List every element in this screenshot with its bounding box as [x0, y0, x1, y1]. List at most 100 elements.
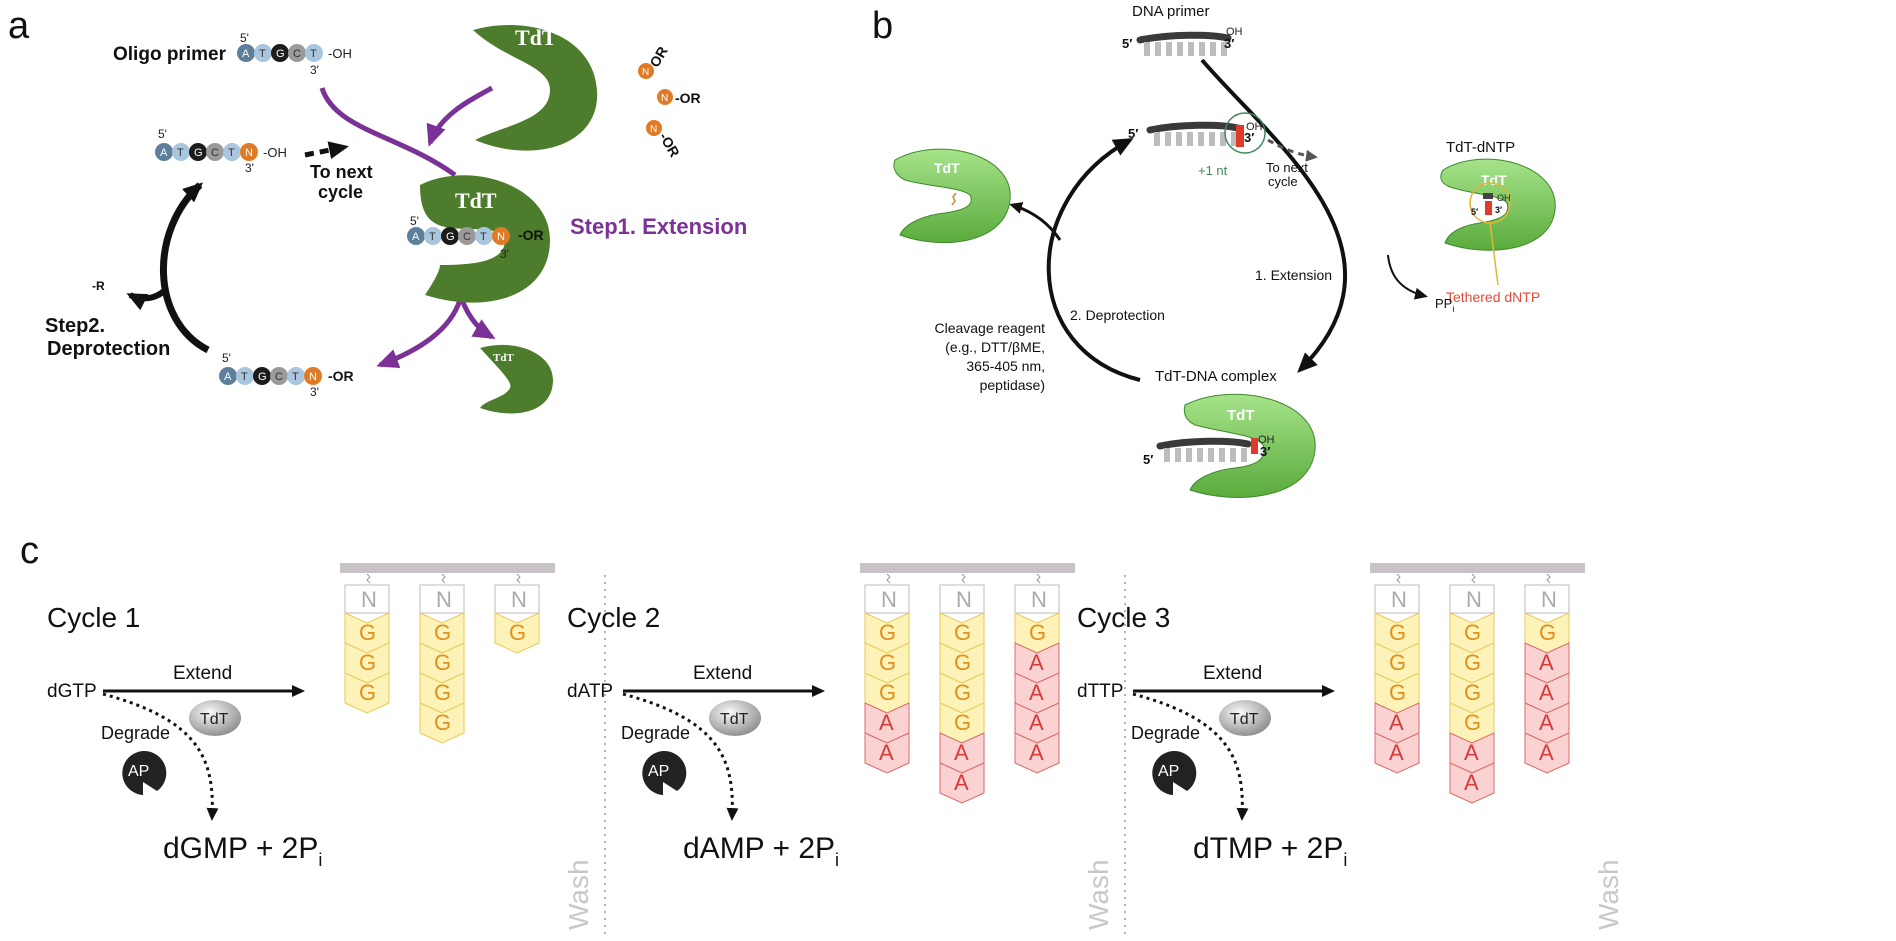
dna-base: [1175, 448, 1181, 462]
nucleotide-block: [1449, 762, 1495, 804]
svg-text:-R: -R: [92, 279, 105, 293]
nucleotide-letter: G: [1464, 650, 1481, 675]
base-bead: [304, 367, 322, 385]
nucleotide-letter: G: [1539, 620, 1556, 645]
dna-base: [1230, 448, 1236, 462]
svg-text:cycle: cycle: [1268, 174, 1298, 189]
dna-base: [1208, 448, 1214, 462]
base-letter: T: [259, 48, 266, 60]
extend-label: Extend: [173, 663, 232, 684]
svg-text:5': 5': [410, 214, 419, 228]
degrade-label: Degrade: [621, 723, 690, 743]
dna-base: [1166, 42, 1172, 56]
svg-text:TdT: TdT: [934, 160, 960, 176]
deprotection-arrow-b: [1046, 138, 1141, 382]
five-prime-label: 5': [240, 31, 249, 45]
extension-arrow: [1200, 58, 1348, 373]
step1-label: Step1. Extension: [570, 214, 747, 239]
nucleotide-letter: G: [359, 680, 376, 705]
n-letter: N: [1391, 587, 1407, 612]
svg-text:5′: 5′: [1471, 207, 1478, 217]
dna-base: [1210, 42, 1216, 56]
base-bead: [206, 143, 224, 161]
panel-c-letter: c: [20, 530, 39, 572]
svg-text:-OR: -OR: [328, 368, 354, 384]
dna-base: [1198, 132, 1204, 146]
n-letter: N: [881, 587, 897, 612]
degrade-label: Degrade: [101, 723, 170, 743]
dna-base: [1188, 42, 1194, 56]
to-next-cycle-arrow: [304, 141, 349, 159]
svg-text:OH: OH: [1258, 434, 1275, 446]
nucleotide-letter: G: [359, 620, 376, 645]
dna-base: [1154, 132, 1160, 146]
nucleotide-letter: A: [1464, 770, 1479, 795]
nucleotide-letter: G: [954, 650, 971, 675]
nucleotide-letter: A: [879, 710, 894, 735]
product-label: dAMP + 2Pi: [683, 832, 839, 870]
tdt-label: TdT: [1230, 711, 1259, 728]
svg-text:TdT: TdT: [493, 352, 514, 364]
surface-bar: [1370, 563, 1585, 573]
dna-base: [1186, 448, 1192, 462]
tdt-label: TdT: [515, 25, 557, 50]
svg-text:3': 3': [310, 385, 319, 399]
base-letter: T: [177, 147, 184, 159]
surface-bar: [340, 563, 555, 573]
dna-base: [1176, 132, 1182, 146]
base-bead: [223, 143, 241, 161]
svg-text:3′: 3′: [1495, 205, 1502, 215]
nucleotide-letter: G: [1029, 620, 1046, 645]
product-label: dTMP + 2Pi: [1193, 832, 1347, 870]
nucleotide-letter: A: [1389, 710, 1404, 735]
extension-label: 1. Extension: [1255, 267, 1332, 283]
base-letter: T: [292, 371, 299, 383]
svg-text:3': 3': [500, 247, 509, 261]
dna-base: [1219, 448, 1225, 462]
svg-text:TdT: TdT: [455, 188, 497, 213]
nucleotide-letter: G: [1389, 680, 1406, 705]
base-bead: [441, 227, 459, 245]
nucleotide-letter: G: [1464, 620, 1481, 645]
dna-backbone: [1136, 31, 1232, 44]
dna-base: [1165, 132, 1171, 146]
base-letter: C: [463, 231, 471, 243]
step2-label: Step2.: [45, 315, 105, 337]
base-bead: [189, 143, 207, 161]
svg-text:TdT: TdT: [1481, 172, 1507, 188]
base-letter: T: [429, 231, 436, 243]
svg-text:3′: 3′: [1224, 36, 1234, 51]
base-bead: [305, 44, 323, 62]
svg-text:3′: 3′: [1244, 130, 1254, 145]
n-letter: N: [1031, 587, 1047, 612]
base-bead: [237, 44, 255, 62]
surface-bar: [860, 563, 1075, 573]
n-block: [864, 584, 910, 614]
nucleotide-letter: A: [1539, 710, 1554, 735]
nucleotide-letter: A: [1539, 650, 1554, 675]
svg-text:-OR: -OR: [656, 130, 683, 160]
wash-label: Wash: [1593, 859, 1624, 930]
base-letter: T: [228, 147, 235, 159]
nucleotide-letter: A: [1539, 680, 1554, 705]
svg-text:N: N: [642, 67, 649, 78]
to-next-dashed: [1267, 138, 1318, 162]
svg-text:5′: 5′: [1122, 36, 1132, 51]
dna-in-complex: [1156, 437, 1252, 462]
svg-text:peptidase): peptidase): [980, 377, 1045, 393]
n-letter: N: [1466, 587, 1482, 612]
nucleotide-letter: A: [1029, 740, 1044, 765]
base-bead: [492, 227, 510, 245]
svg-text:N: N: [661, 93, 668, 104]
base-letter: G: [446, 231, 455, 243]
base-letter: A: [412, 231, 420, 243]
nucleotide-letter: G: [1464, 710, 1481, 735]
n-block: [344, 584, 390, 614]
